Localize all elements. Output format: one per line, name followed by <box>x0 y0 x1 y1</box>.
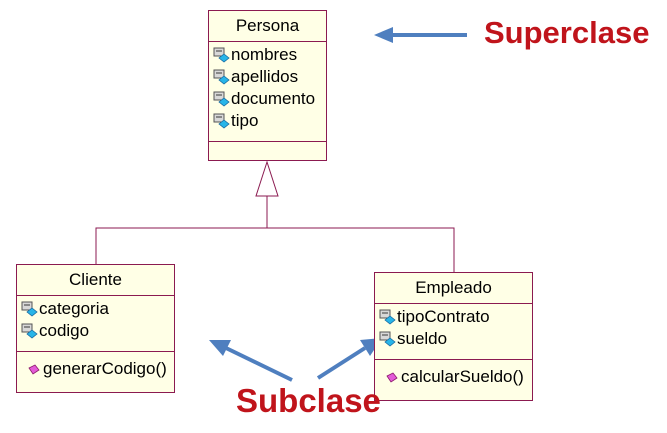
subclass-arrow-right <box>316 346 367 380</box>
subclass-label: Subclase <box>236 382 381 419</box>
operation-row: calcularSueldo() <box>385 366 532 388</box>
class-empleado[interactable]: Empleado tipoContrato sueldo calcularSue… <box>374 272 533 401</box>
field-lock-icon <box>213 68 231 86</box>
attribute-compartment: nombres apellidos documento tipo <box>209 42 326 142</box>
subclass-arrow-left <box>225 346 293 382</box>
operation-compartment: generarCodigo() <box>17 352 174 380</box>
field-lock-icon <box>21 300 39 318</box>
field-lock-icon <box>213 90 231 108</box>
superclass-label: Superclase <box>484 15 650 50</box>
attribute-row: sueldo <box>379 328 532 350</box>
subclass-arrowhead-left <box>209 340 231 356</box>
attribute-row: apellidos <box>213 66 326 88</box>
field-lock-icon <box>21 322 39 340</box>
inheritance-branch <box>95 227 455 272</box>
attribute-row: documento <box>213 88 326 110</box>
superclass-arrowhead <box>374 27 393 43</box>
operation-row: generarCodigo() <box>27 358 174 380</box>
attribute-row: codigo <box>21 320 174 342</box>
class-name: Empleado <box>375 273 532 304</box>
inheritance-triangle <box>255 160 279 197</box>
field-lock-icon <box>379 330 397 348</box>
class-persona[interactable]: Persona nombres apellidos documento tipo <box>208 10 327 161</box>
class-name: Persona <box>209 11 326 42</box>
method-icon <box>385 370 399 384</box>
class-cliente[interactable]: Cliente categoria codigo generarCodigo() <box>16 264 175 393</box>
class-name: Cliente <box>17 265 174 296</box>
field-lock-icon <box>379 308 397 326</box>
attribute-row: nombres <box>213 44 326 66</box>
attribute-row: tipoContrato <box>379 306 532 328</box>
attribute-row: tipo <box>213 110 326 132</box>
field-lock-icon <box>213 112 231 130</box>
attribute-row: categoria <box>21 298 174 320</box>
attribute-compartment: categoria codigo <box>17 296 174 352</box>
attribute-compartment: tipoContrato sueldo <box>375 304 532 360</box>
method-icon <box>27 362 41 376</box>
operation-compartment: calcularSueldo() <box>375 360 532 388</box>
field-lock-icon <box>213 46 231 64</box>
